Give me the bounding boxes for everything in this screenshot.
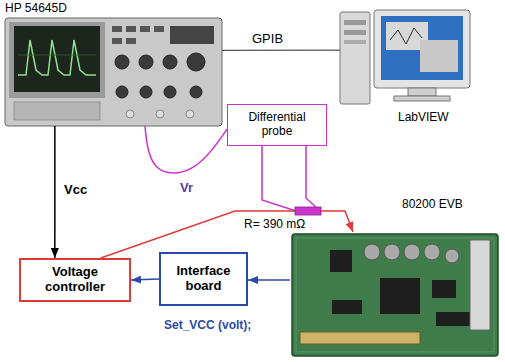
- pc-picture: [340, 10, 470, 104]
- evb-node: 80200 EVB: [290, 232, 500, 358]
- scope-knob: [116, 86, 128, 98]
- command-label: Set_VCC (volt);: [162, 318, 253, 332]
- scope-button: [112, 26, 122, 32]
- scope-button: [154, 26, 164, 32]
- scope-button: [126, 26, 136, 32]
- pc-plot: [390, 28, 422, 44]
- scope-grid: [18, 55, 96, 56]
- controller-box: Voltage controller: [19, 258, 131, 302]
- probe-lead: [262, 146, 296, 211]
- scope-input: [126, 110, 134, 118]
- pc-node: LabVIEW: [340, 8, 472, 106]
- evb-chip: [330, 250, 352, 272]
- scope-button: [112, 38, 122, 44]
- scope-button: [140, 26, 150, 32]
- pc-base: [394, 96, 450, 101]
- evb-capacitor: [445, 249, 459, 263]
- evb-picture: [292, 234, 498, 356]
- scope-input: [186, 110, 194, 118]
- evb-board: [292, 234, 498, 356]
- evb-capacitor: [424, 244, 440, 260]
- scope-knob: [164, 86, 176, 98]
- probe-lead: [306, 146, 320, 211]
- device-label: LabVIEW: [398, 110, 449, 124]
- pc-window: [420, 40, 458, 72]
- scope-knobs: [115, 53, 205, 98]
- evb-header: [470, 240, 490, 330]
- scope-knob: [139, 55, 153, 69]
- scope-buttons: [112, 26, 214, 44]
- resistor-symbol: [295, 207, 321, 215]
- scope-panel: [170, 26, 214, 44]
- box-label: Interface board: [166, 264, 241, 294]
- evb-capacitor: [404, 244, 420, 260]
- pc-stand: [408, 88, 436, 96]
- device-label: 80200 EVB: [402, 197, 463, 211]
- evb-chip: [332, 300, 362, 314]
- box-label: Differential probe: [233, 111, 321, 139]
- evb-chip: [432, 280, 456, 298]
- scope-knob: [163, 55, 177, 69]
- scope-bezel: [9, 22, 105, 98]
- scope-button: [126, 38, 136, 44]
- connector: [145, 126, 227, 173]
- pc-drive: [344, 40, 366, 44]
- oscilloscope-picture: [5, 18, 222, 126]
- evb-capacitor: [384, 244, 400, 260]
- signal-label: Vr: [178, 180, 195, 196]
- scope-input: [156, 110, 164, 118]
- scope-softkeys: [14, 102, 100, 120]
- evb-chip: [380, 278, 420, 314]
- pc-tower: [340, 12, 370, 104]
- scope-screen: [14, 26, 100, 92]
- box-label: Voltage controller: [26, 265, 124, 295]
- scope-knob: [115, 55, 129, 69]
- scope-knob: [187, 53, 205, 71]
- scope-knob: [190, 86, 202, 98]
- probe-box: Differential probe: [227, 104, 327, 146]
- connector-group: [55, 50, 353, 280]
- pc-screen: [381, 16, 463, 80]
- scope-body: [5, 18, 222, 126]
- pc-monitor: [374, 10, 470, 88]
- resistor-value: R= 390 mΩ: [242, 217, 307, 231]
- signal-label: GPIB: [250, 31, 285, 47]
- connector: [54, 126, 56, 258]
- evb-connector: [300, 332, 420, 344]
- pc-drive: [344, 20, 366, 25]
- evb-capacitors: [364, 244, 459, 263]
- interface-box: Interface board: [159, 252, 248, 306]
- scope-inputs: [126, 110, 194, 118]
- pc-drive: [344, 30, 366, 35]
- device-label: HP 54645D: [5, 1, 67, 15]
- evb-chips: [330, 250, 476, 326]
- scope-waveform: [18, 40, 96, 75]
- connector: [222, 50, 340, 51]
- scope-knob: [140, 86, 152, 98]
- evb-capacitor: [364, 244, 380, 260]
- connector: [131, 279, 159, 280]
- connector: [248, 279, 290, 281]
- evb-trace: [296, 238, 494, 352]
- connector: [101, 211, 353, 258]
- signal-label: Vcc: [62, 182, 89, 198]
- oscilloscope-node: HP 54645D: [5, 18, 222, 126]
